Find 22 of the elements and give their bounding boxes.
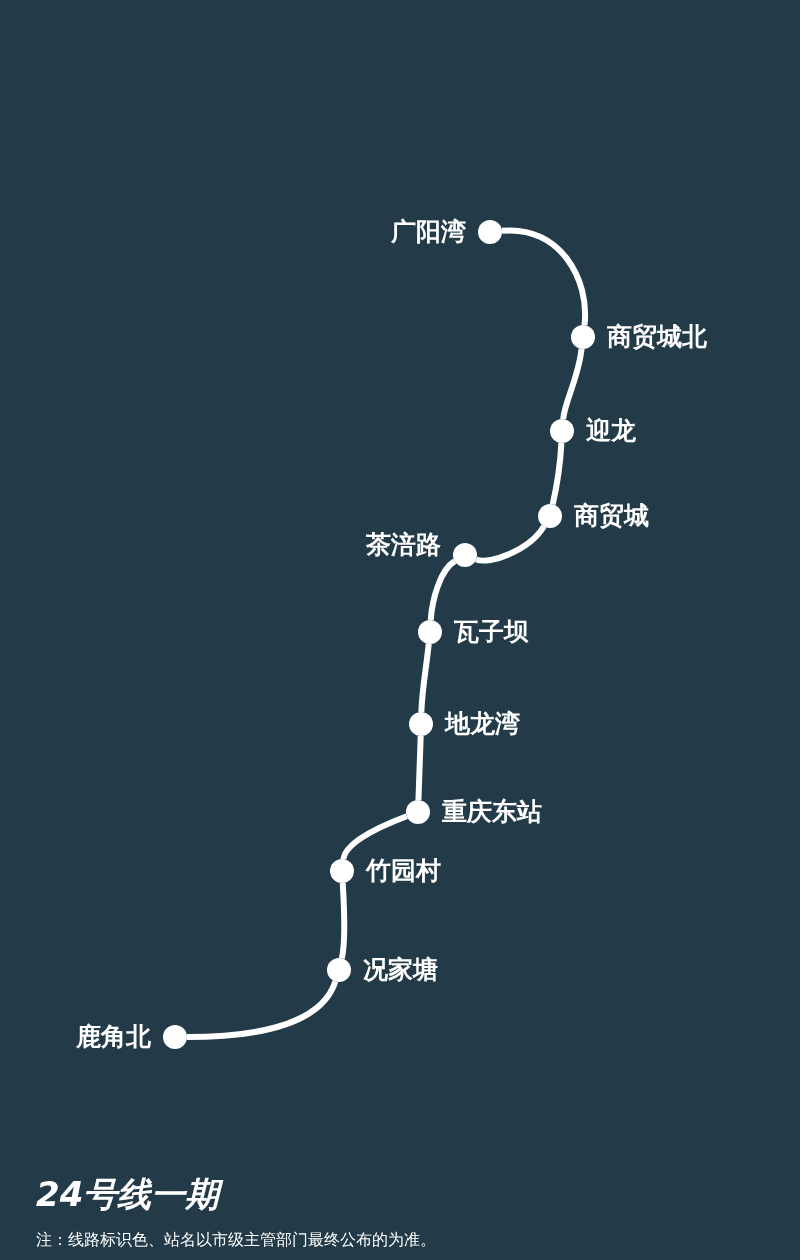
metro-line [501,227,589,326]
metro-line [340,813,408,860]
station-name: 迎龙 [586,416,636,446]
station-name: 商贸城 [574,501,649,531]
station-name: 广阳湾 [391,217,466,247]
metro-line [418,643,432,713]
footnote: 注：线路标识色、站名以市级主管部门最终公布的为准。 [36,1229,436,1251]
metro-line [415,735,424,801]
station-name: 瓦子坝 [454,617,529,647]
metro-line [186,980,339,1040]
station-name: 重庆东站 [442,797,542,827]
metro-line [427,558,457,621]
station-name: 商贸城北 [607,322,707,352]
station-name: 竹园村 [366,856,441,886]
station-name: 地龙湾 [445,709,520,739]
station-name: 况家塘 [363,955,438,985]
station-name: 鹿角北 [76,1022,151,1052]
metro-line [338,882,348,959]
metro-line [549,442,565,505]
metro-line [475,524,547,564]
station-name: 茶涪路 [366,530,441,560]
metro-line [560,348,585,420]
